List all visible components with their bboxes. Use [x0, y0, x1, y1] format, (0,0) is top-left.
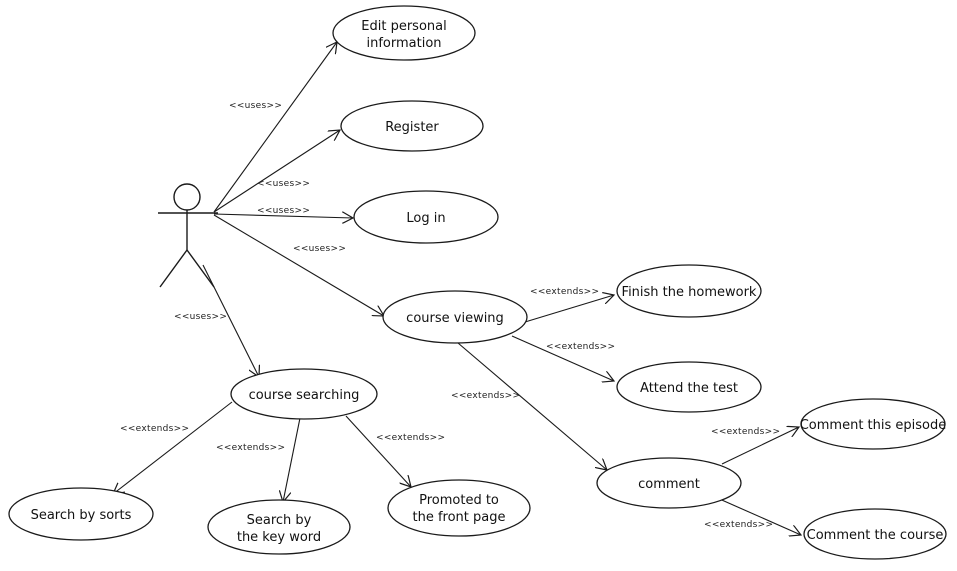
usecase-label: Comment this episode — [800, 418, 947, 433]
usecase-log-in[interactable]: Log in — [353, 190, 499, 244]
usecase-search-by-sorts[interactable]: Search by sorts — [8, 487, 154, 541]
extends-label-sorts: <<extends>> — [120, 424, 189, 434]
usecase-label-line1: Search by — [247, 513, 312, 528]
usecase-label-line2: the front page — [413, 510, 506, 525]
uses-label-login: <<uses>> — [257, 206, 310, 216]
usecase-label: course searching — [249, 388, 360, 403]
usecase-edit-personal-information[interactable]: Edit personal information — [332, 5, 476, 61]
usecase-course-searching[interactable]: course searching — [230, 368, 378, 420]
extends-label-comment-episode: <<extends>> — [711, 427, 780, 437]
usecase-register[interactable]: Register — [340, 100, 484, 152]
extends-arrow-homework — [524, 295, 614, 323]
usecase-label: course viewing — [406, 311, 504, 326]
actor-right-leg — [186, 249, 215, 288]
extends-label-promoted: <<extends>> — [376, 433, 445, 443]
uses-arrow-searching — [202, 264, 259, 377]
extends-arrow-comment-course — [714, 496, 801, 535]
usecase-promoted-to-the-front-page[interactable]: Promoted to the front page — [387, 479, 531, 537]
extends-arrow-promoted — [345, 415, 411, 487]
usecase-comment-this-episode[interactable]: Comment this episode — [800, 398, 947, 450]
usecase-comment[interactable]: comment — [596, 457, 742, 509]
usecase-comment-the-course[interactable]: Comment the course — [803, 508, 947, 560]
actor-stick-figure — [158, 183, 218, 288]
usecase-label-line1: Edit personal — [361, 19, 446, 34]
uses-label-searching: <<uses>> — [174, 312, 227, 322]
uses-label-register: <<uses>> — [257, 179, 310, 189]
actor-left-leg — [159, 249, 188, 288]
usecase-search-by-the-key-word[interactable]: Search by the key word — [207, 499, 351, 555]
uses-arrow-login — [213, 214, 353, 218]
extends-label-test: <<extends>> — [546, 342, 615, 352]
usecase-label-line2: information — [366, 36, 441, 51]
uses-arrow-edit — [213, 42, 337, 213]
uses-label-edit: <<uses>> — [229, 101, 282, 111]
extends-arrow-keyword — [283, 417, 301, 502]
usecase-label: Comment the course — [807, 528, 944, 543]
usecase-label: comment — [638, 477, 700, 492]
uses-label-viewing: <<uses>> — [293, 244, 346, 254]
usecase-label: Log in — [406, 211, 445, 226]
usecase-label: Attend the test — [640, 381, 738, 396]
usecase-label-line2: the key word — [237, 530, 321, 545]
uses-arrow-viewing — [213, 214, 384, 316]
uses-arrow-register — [213, 130, 340, 213]
extends-arrow-comment — [457, 342, 607, 470]
extends-label-homework: <<extends>> — [530, 287, 599, 297]
usecase-course-viewing[interactable]: course viewing — [382, 290, 528, 344]
extends-arrow-sorts — [113, 401, 233, 494]
usecase-attend-the-test[interactable]: Attend the test — [616, 361, 762, 413]
extends-arrow-comment-episode — [721, 427, 799, 465]
extends-label-comment: <<extends>> — [451, 391, 520, 401]
usecase-label: Search by sorts — [31, 508, 132, 523]
extends-arrow-test — [511, 335, 614, 381]
usecase-finish-the-homework[interactable]: Finish the homework — [616, 264, 762, 318]
actor-head — [173, 183, 201, 211]
extends-label-comment-course: <<extends>> — [704, 520, 773, 530]
extends-label-keyword: <<extends>> — [216, 443, 285, 453]
usecase-label: Register — [385, 120, 439, 135]
usecase-label: Finish the homework — [622, 285, 757, 300]
usecase-label-line1: Promoted to — [419, 493, 499, 508]
